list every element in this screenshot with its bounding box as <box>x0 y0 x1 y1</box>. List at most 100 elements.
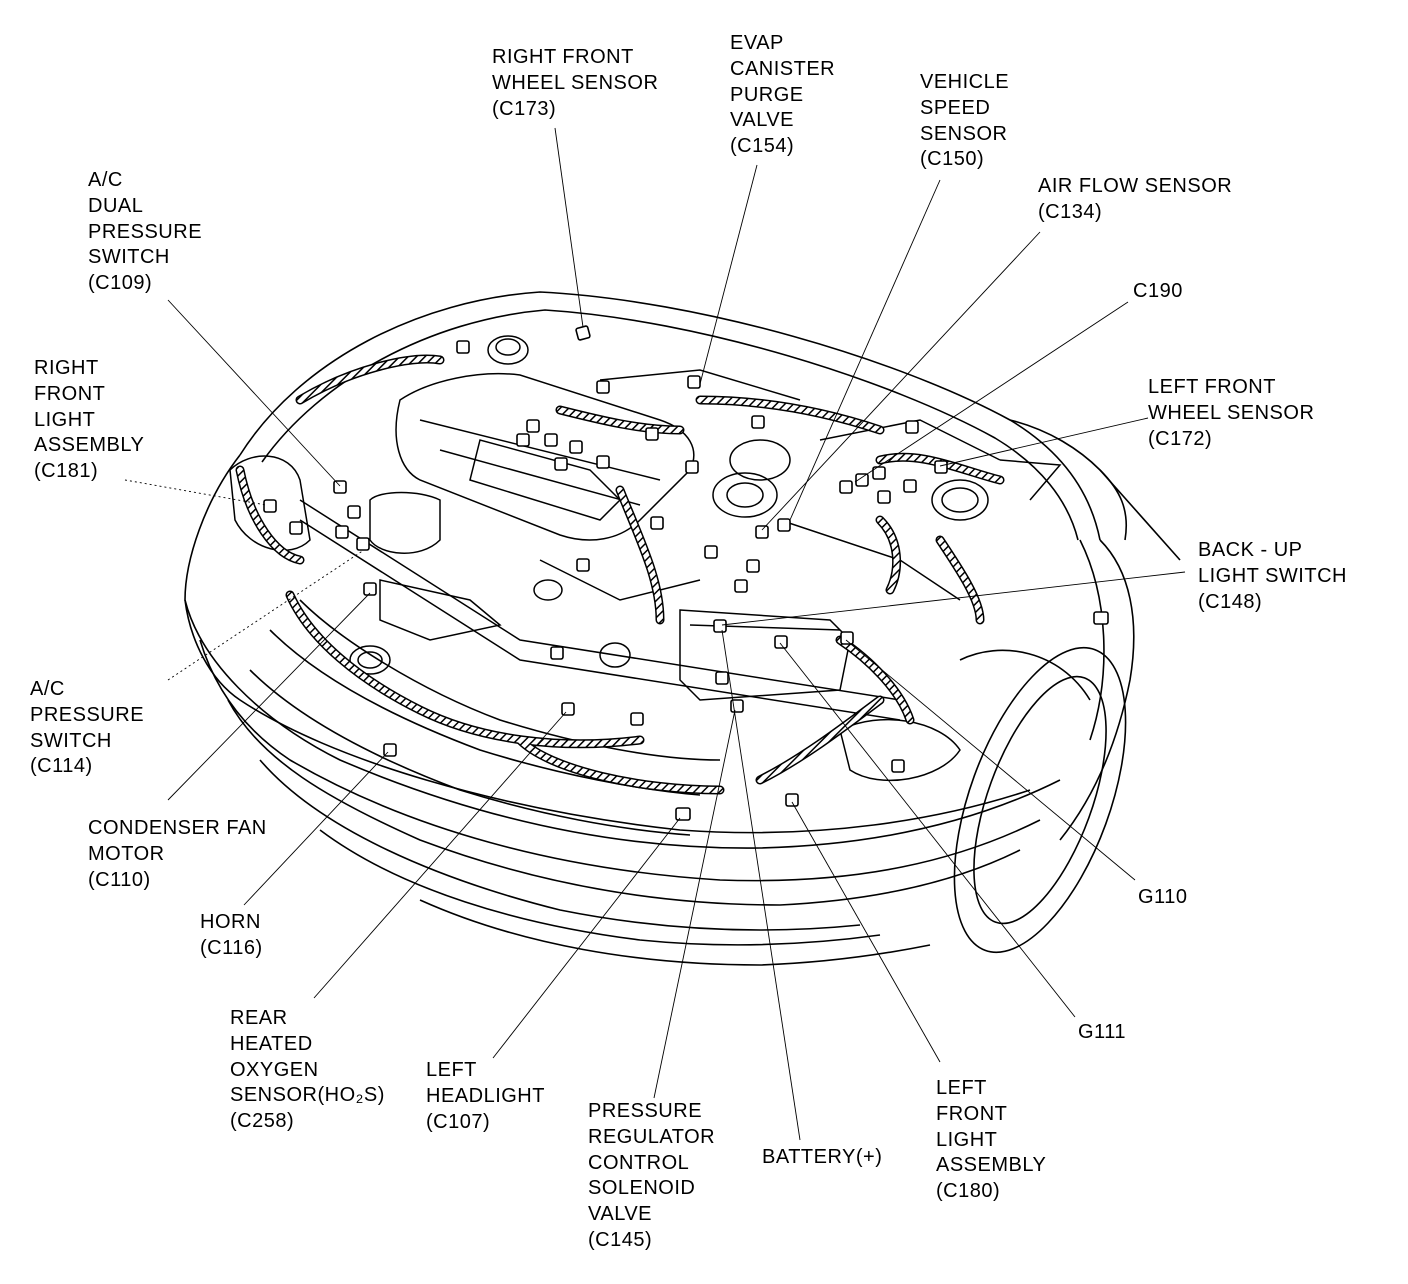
label-ac-pressure-switch: A/C PRESSURE SWITCH (C114) <box>30 677 144 780</box>
label-line: WHEEL SENSOR <box>492 71 659 94</box>
label-line: DUAL <box>88 194 144 217</box>
connector <box>855 473 869 487</box>
label-line: VEHICLE <box>920 71 1010 93</box>
label-line: LEFT <box>426 1059 477 1081</box>
connectors <box>263 325 1109 821</box>
label-line: (C109) <box>88 272 153 295</box>
connector <box>785 793 799 807</box>
connector <box>596 455 610 469</box>
connector <box>891 759 905 773</box>
connector <box>645 427 659 441</box>
label-line: PRESSURE <box>30 703 145 726</box>
label-line: (C154) <box>730 135 795 158</box>
label-line: SENSOR <box>920 122 1008 145</box>
connector <box>569 440 583 454</box>
connector <box>877 490 891 504</box>
connector <box>335 525 349 539</box>
label-g111: G111 <box>1078 1020 1126 1046</box>
label-line: A/C <box>88 169 123 191</box>
connector <box>363 582 377 596</box>
label-line: LEFT <box>936 1077 987 1099</box>
leader-lines <box>124 127 1186 1141</box>
label-ac-dual-pressure-switch: A/C DUAL PRESSURE SWITCH (C109) <box>88 168 202 297</box>
connector <box>516 433 530 447</box>
label-rear-heated-oxygen-sensor: REAR HEATED OXYGEN SENSOR(HO₂S) (C258) <box>230 1006 385 1135</box>
connector <box>715 671 729 685</box>
label-line: ASSEMBLY <box>34 434 145 457</box>
label-line: AIR FLOW SENSOR <box>1038 175 1233 197</box>
connector <box>1093 611 1109 625</box>
connector <box>550 646 564 660</box>
label-line: MOTOR <box>88 842 165 865</box>
label-line: PRESSURE <box>588 1100 703 1122</box>
label-line: PRESSURE <box>88 220 203 243</box>
label-line: REGULATOR <box>588 1125 716 1148</box>
label-line: (C148) <box>1198 590 1263 613</box>
label-line: LIGHT SWITCH <box>1198 564 1347 587</box>
label-line: FRONT <box>34 382 106 405</box>
label-line: SWITCH <box>30 729 112 752</box>
label-evap-canister-purge-valve: EVAP CANISTER PURGE VALVE (C154) <box>730 31 835 160</box>
label-line: OXYGEN <box>230 1058 319 1081</box>
label-line: VALVE <box>730 109 795 132</box>
label-line: (C116) <box>200 936 263 959</box>
label-c190: C190 <box>1133 279 1183 305</box>
engine-components <box>229 335 1062 782</box>
connector <box>675 807 691 821</box>
connector <box>713 619 727 633</box>
label-line: SENSOR(HO₂S) <box>230 1084 385 1107</box>
label-line: HEADLIGHT <box>426 1084 545 1107</box>
label-line: EVAP <box>730 32 784 54</box>
connector <box>263 499 277 513</box>
connector <box>596 380 610 394</box>
connector <box>650 516 664 530</box>
label-line: BACK - UP <box>1198 539 1303 561</box>
label-line: (C173) <box>492 97 557 120</box>
connector <box>576 558 590 572</box>
label-pressure-regulator-control-solenoid-valve: PRESSURE REGULATOR CONTROL SOLENOID VALV… <box>588 1099 715 1254</box>
label-line: FRONT <box>936 1102 1008 1125</box>
label-air-flow-sensor: AIR FLOW SENSOR (C134) <box>1038 174 1232 226</box>
connector <box>934 460 948 474</box>
connector <box>704 545 718 559</box>
label-line: BATTERY(+) <box>762 1146 883 1168</box>
label-line: C190 <box>1133 280 1183 302</box>
connector <box>554 457 568 471</box>
connector <box>630 712 644 726</box>
label-line: CONDENSER FAN <box>88 817 267 839</box>
label-line: HORN <box>200 911 261 933</box>
connector <box>575 325 591 341</box>
label-line: (C107) <box>426 1110 491 1133</box>
label-vehicle-speed-sensor: VEHICLE SPEED SENSOR (C150) <box>920 70 1009 173</box>
label-line: CONTROL <box>588 1151 690 1174</box>
label-line: G111 <box>1078 1021 1126 1043</box>
label-line: (C150) <box>920 148 985 171</box>
label-line: ASSEMBLY <box>936 1154 1047 1177</box>
connector <box>751 415 765 429</box>
label-line: HEATED <box>230 1032 313 1055</box>
label-line: LEFT FRONT <box>1148 376 1276 398</box>
connector <box>755 525 769 539</box>
label-line: G110 <box>1138 886 1188 908</box>
connector <box>905 420 919 434</box>
connector <box>734 579 748 593</box>
label-line: LIGHT <box>936 1128 998 1151</box>
label-line: LIGHT <box>34 408 96 431</box>
car-body-outline <box>184 291 1181 966</box>
connector <box>356 537 370 551</box>
connector <box>840 631 854 645</box>
label-left-front-wheel-sensor: LEFT FRONT WHEEL SENSOR (C172) <box>1148 375 1314 452</box>
label-line: (C134) <box>1038 200 1103 223</box>
label-line: CANISTER <box>730 57 836 80</box>
wiring-harnesses <box>235 354 1005 795</box>
connector <box>685 460 699 474</box>
connector <box>347 505 361 519</box>
connector <box>544 433 558 447</box>
label-line: (C181) <box>34 460 99 483</box>
label-right-front-light-assembly: RIGHT FRONT LIGHT ASSEMBLY (C181) <box>34 356 144 485</box>
label-line: SOLENOID <box>588 1177 696 1200</box>
connector <box>774 635 788 649</box>
label-line: (C180) <box>936 1180 1001 1203</box>
connector <box>289 521 303 535</box>
